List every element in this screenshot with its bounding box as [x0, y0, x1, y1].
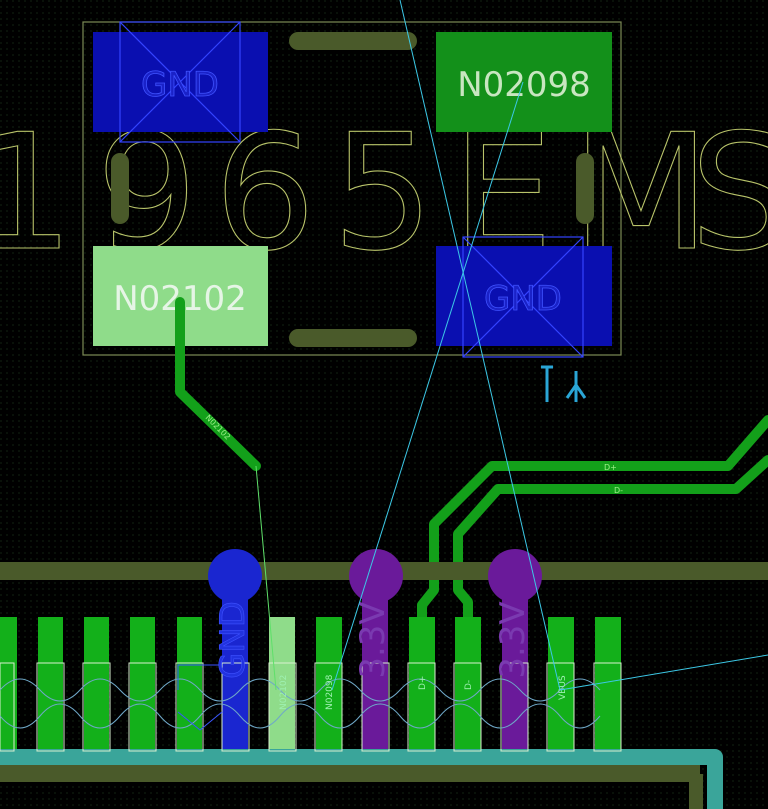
ref-designator-icon — [541, 365, 587, 402]
connector-pin[interactable] — [0, 617, 17, 762]
trace-label: D- — [614, 486, 623, 495]
ratsnest-line — [559, 654, 768, 691]
trace-vbus-bottom[interactable] — [0, 749, 723, 809]
pad-label: N02098 — [457, 65, 591, 105]
pin-label-3v3: 3.3V — [493, 601, 533, 678]
pad-label: GND — [484, 279, 562, 319]
pin-label-n02102: N02102 — [279, 675, 289, 710]
ratsnest-line — [331, 81, 524, 691]
connector-pin-3v3[interactable] — [362, 590, 388, 762]
pin-label-n02098: N02098 — [325, 674, 335, 710]
pin-label-dminus: D- — [464, 680, 474, 690]
connector-pins — [0, 590, 621, 762]
ratsnest-line — [399, 0, 561, 691]
trace-dplus[interactable]: D+ — [417, 415, 768, 705]
pin-label-vbus: VBUS — [558, 675, 568, 700]
pad-label: GND — [141, 65, 219, 105]
pin-label-3v3: 3.3V — [353, 601, 393, 678]
pad-n02102[interactable]: N02102 — [93, 246, 268, 346]
connector-pin[interactable] — [177, 617, 202, 762]
pad-gnd-top-left[interactable]: GND — [93, 21, 268, 143]
ratsnest-lines — [255, 0, 768, 691]
via-gnd[interactable] — [208, 549, 262, 603]
olive-slots — [111, 32, 594, 347]
connector-pin[interactable] — [38, 617, 63, 762]
pin-label-gnd: GND — [213, 601, 253, 679]
pin-label-dplus: D+ — [418, 676, 428, 690]
pad-gnd-bottom-right[interactable]: GND — [436, 236, 612, 358]
connector-pin-dminus[interactable] — [455, 617, 481, 762]
connector-pin-gnd[interactable] — [222, 590, 248, 762]
silk-char: 1 — [0, 99, 74, 286]
silk-char: 5 — [332, 99, 434, 286]
pin-net-labels: GND N02102 N02098 3.3V D+ D- 3.3V VBUS — [213, 601, 568, 710]
trace-dminus[interactable]: D- — [453, 455, 768, 705]
connector-pin-dplus[interactable] — [409, 617, 435, 762]
connector-bar-bottom — [0, 764, 700, 782]
silk-char: S — [690, 99, 768, 286]
connector-pin[interactable] — [84, 617, 109, 762]
connector-pin-3v3[interactable] — [502, 590, 528, 762]
pin-outlines — [0, 662, 622, 752]
component-courtyard — [82, 21, 622, 356]
via-3v3-right[interactable] — [488, 549, 542, 603]
ratsnest-line — [255, 465, 277, 691]
trace-label: D+ — [604, 463, 617, 472]
connector-pin[interactable] — [130, 617, 155, 762]
connector-pin-n02102[interactable] — [269, 617, 295, 762]
pad-n02098[interactable]: N02098 — [436, 32, 612, 132]
via-3v3-left[interactable] — [349, 549, 403, 603]
